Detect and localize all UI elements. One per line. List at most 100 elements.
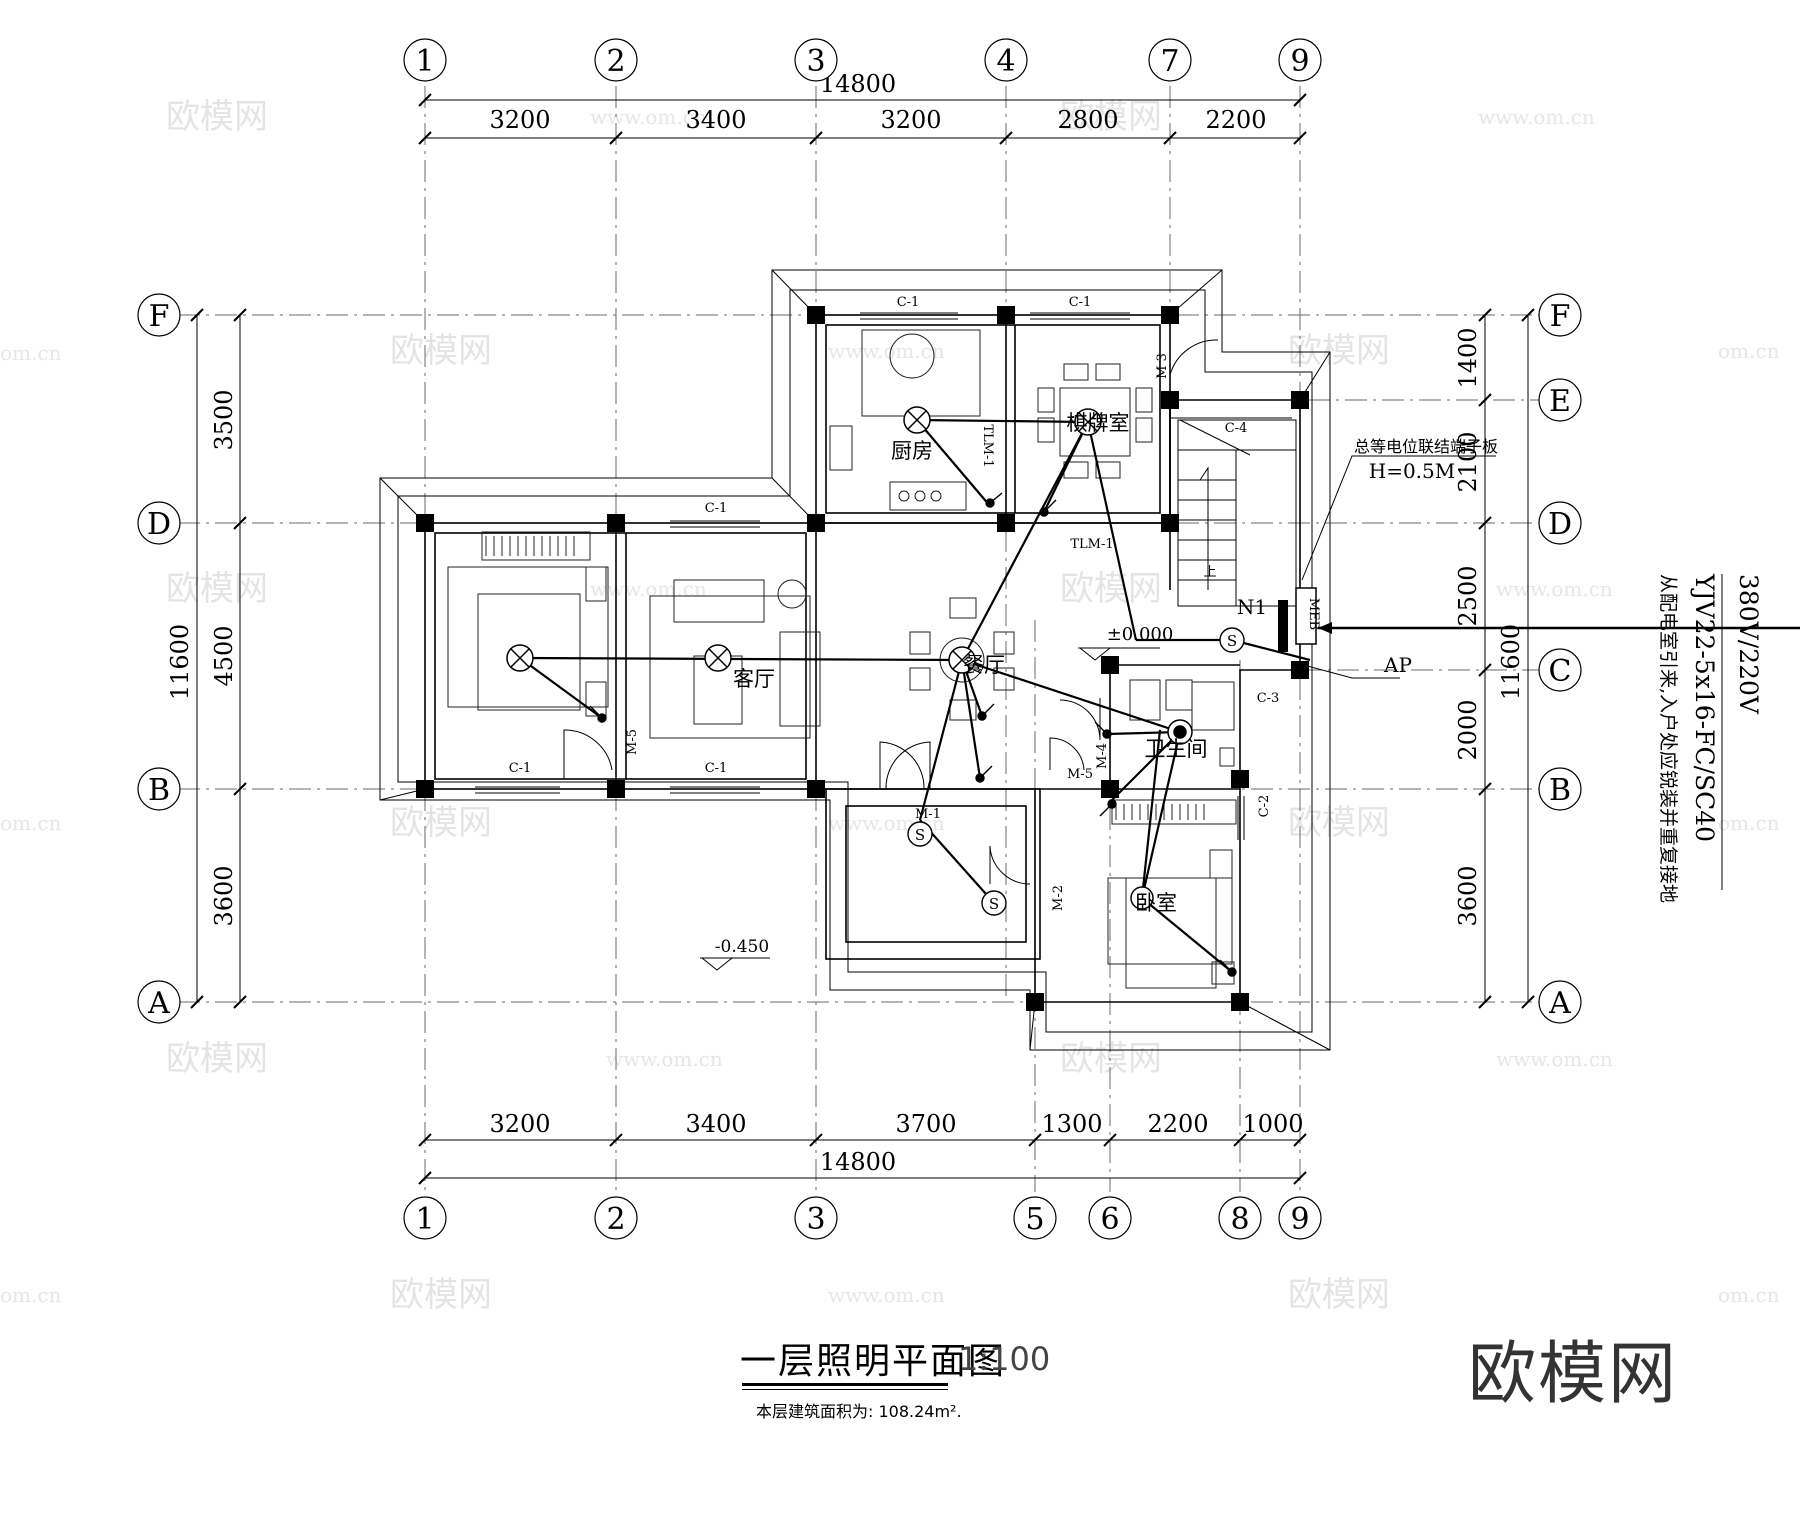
axis-label-right: F <box>1550 299 1571 334</box>
switch-icon <box>1099 799 1117 817</box>
dim-right-segment: 2000 <box>1454 699 1482 760</box>
watermark-url: www.om.cn <box>606 1047 723 1071</box>
ceiling-light-icon <box>948 646 976 674</box>
watermark-text: 欧模网 <box>1288 803 1390 843</box>
axis-labels: 1 2 3 4 7 9 1 2 3 5 6 8 9 F D B A F E D … <box>147 44 1572 1237</box>
axis-label-bottom: 2 <box>606 1202 625 1237</box>
watermark-url: www.om.cn <box>590 105 707 129</box>
room-label-chess: 棋牌室 <box>1067 411 1130 435</box>
watermark-text: 欧模网 <box>1060 1039 1162 1079</box>
axis-label-top: 9 <box>1290 44 1309 79</box>
stair-up-tag: 上 <box>1203 565 1216 580</box>
switches <box>589 492 1245 977</box>
columns <box>416 306 1309 1011</box>
axis-bubbles <box>137 38 1582 1240</box>
light-fixtures <box>506 406 1193 910</box>
room-label-bathroom: 卫生间 <box>1145 737 1208 761</box>
watermark-text: 欧模网 <box>1060 569 1162 609</box>
axis-label-top: 1 <box>415 44 434 79</box>
watermark-url: om.cn <box>0 1283 62 1307</box>
watermark-text: 欧模网 <box>1288 1275 1390 1315</box>
doors <box>563 325 1219 885</box>
yard-elevation: -0.450 <box>715 937 769 957</box>
title-underline <box>742 1383 948 1386</box>
door-tag: M-4 <box>1095 743 1110 769</box>
window-tag: C-2 <box>1257 795 1272 818</box>
room-label-kitchen: 厨房 <box>891 439 933 463</box>
windows <box>475 312 1292 840</box>
sensor-switch-icon <box>907 821 933 847</box>
title-underline-thin <box>742 1389 948 1390</box>
watermark-url: www.om.cn <box>828 1283 945 1307</box>
panel-ap-label: AP <box>1383 653 1412 677</box>
axis-label-right: D <box>1548 507 1572 542</box>
ceiling-light-icon <box>704 644 732 672</box>
door-tag: M-1 <box>915 807 941 822</box>
axis-grid <box>178 86 1542 1192</box>
watermark-url: om.cn <box>0 811 62 835</box>
meb-tag: MEB <box>1306 598 1321 630</box>
window-tag: C-1 <box>705 761 728 776</box>
dim-top-segment: 3200 <box>880 106 941 134</box>
dim-left-segment: 3600 <box>210 865 238 926</box>
watermark-text: 欧模网 <box>1288 331 1390 371</box>
brand-logo: 欧模网 <box>1468 1335 1679 1414</box>
dim-right-total: 11600 <box>1497 624 1525 700</box>
door-tag: M 3 <box>1155 353 1170 379</box>
dim-top-segment: 3200 <box>489 106 550 134</box>
axis-label-left: A <box>147 986 170 1021</box>
dim-top-segment: 2800 <box>1057 106 1118 134</box>
watermarks: 欧模网 www.om.cn 欧模网 www.om.cn om.cn 欧模网 ww… <box>0 97 1780 1315</box>
watermark-text: 欧模网 <box>390 1275 492 1315</box>
window-tag: C-1 <box>1069 295 1092 310</box>
switch-icon <box>1094 721 1112 739</box>
lighting-wiring <box>519 418 1311 973</box>
drawing-title: 一层照明平面图 <box>740 1341 1007 1382</box>
panel-n1-label: N1 <box>1237 595 1267 619</box>
dim-right-segment: 3600 <box>1454 865 1482 926</box>
axis-label-left: D <box>147 507 171 542</box>
bonding-box-note: 总等电位联结端子板 <box>1354 437 1498 456</box>
dimension-texts: 14800 3200 3400 3200 2800 2200 3200 3400… <box>166 70 1525 1176</box>
switch-icon <box>985 492 1003 508</box>
supply-cable: YJV22-5x16-FC/SC40 <box>1690 573 1719 842</box>
ceiling-light-icon <box>903 406 931 434</box>
watermark-url: om.cn <box>1718 1283 1780 1307</box>
window-tag: C-1 <box>705 501 728 516</box>
drawing-scale: 1:100 <box>958 1340 1051 1378</box>
dim-right-segment: 1400 <box>1454 327 1482 388</box>
axis-label-right: B <box>1549 773 1571 808</box>
watermark-text: 欧模网 <box>166 1039 268 1079</box>
axis-label-bottom: 5 <box>1025 1202 1044 1237</box>
switch-icon <box>1039 499 1057 517</box>
switch-labels: S S S <box>915 632 1237 913</box>
axis-label-bottom: 1 <box>415 1202 434 1237</box>
watermark-url: www.om.cn <box>1496 1047 1613 1071</box>
door-tag: M-2 <box>1051 885 1066 911</box>
axis-label-left: F <box>149 299 170 334</box>
dim-bottom-segment: 3200 <box>489 1110 550 1138</box>
watermark-url: www.om.cn <box>828 339 945 363</box>
axis-label-bottom: 3 <box>806 1202 825 1237</box>
watermark-text: 欧模网 <box>390 331 492 371</box>
waterproof-light-icon <box>1167 719 1193 745</box>
window-tag: C-1 <box>897 295 920 310</box>
ceiling-light-icon <box>1130 886 1154 910</box>
dim-bottom-segment: 1000 <box>1242 1110 1303 1138</box>
switch-label: S <box>989 895 999 913</box>
switch-icon <box>1219 959 1237 977</box>
supply-voltage: 380V/220V <box>1734 574 1763 715</box>
door-tag: TLM-1 <box>980 424 995 467</box>
bonding-box-height: H=0.5M <box>1369 459 1455 483</box>
axis-label-top: 4 <box>996 44 1015 79</box>
watermark-text: 欧模网 <box>166 97 268 137</box>
room-label-living: 客厅 <box>733 667 775 691</box>
window-tag: C-3 <box>1257 691 1280 706</box>
dim-bottom-total: 14800 <box>820 1148 896 1176</box>
room-label-dining: 餐厅 <box>963 653 1005 677</box>
axis-label-right: C <box>1549 654 1572 689</box>
axis-label-right: A <box>1548 986 1571 1021</box>
distribution-box-n1 <box>1278 600 1288 652</box>
sensor-switch-icon <box>981 890 1007 916</box>
